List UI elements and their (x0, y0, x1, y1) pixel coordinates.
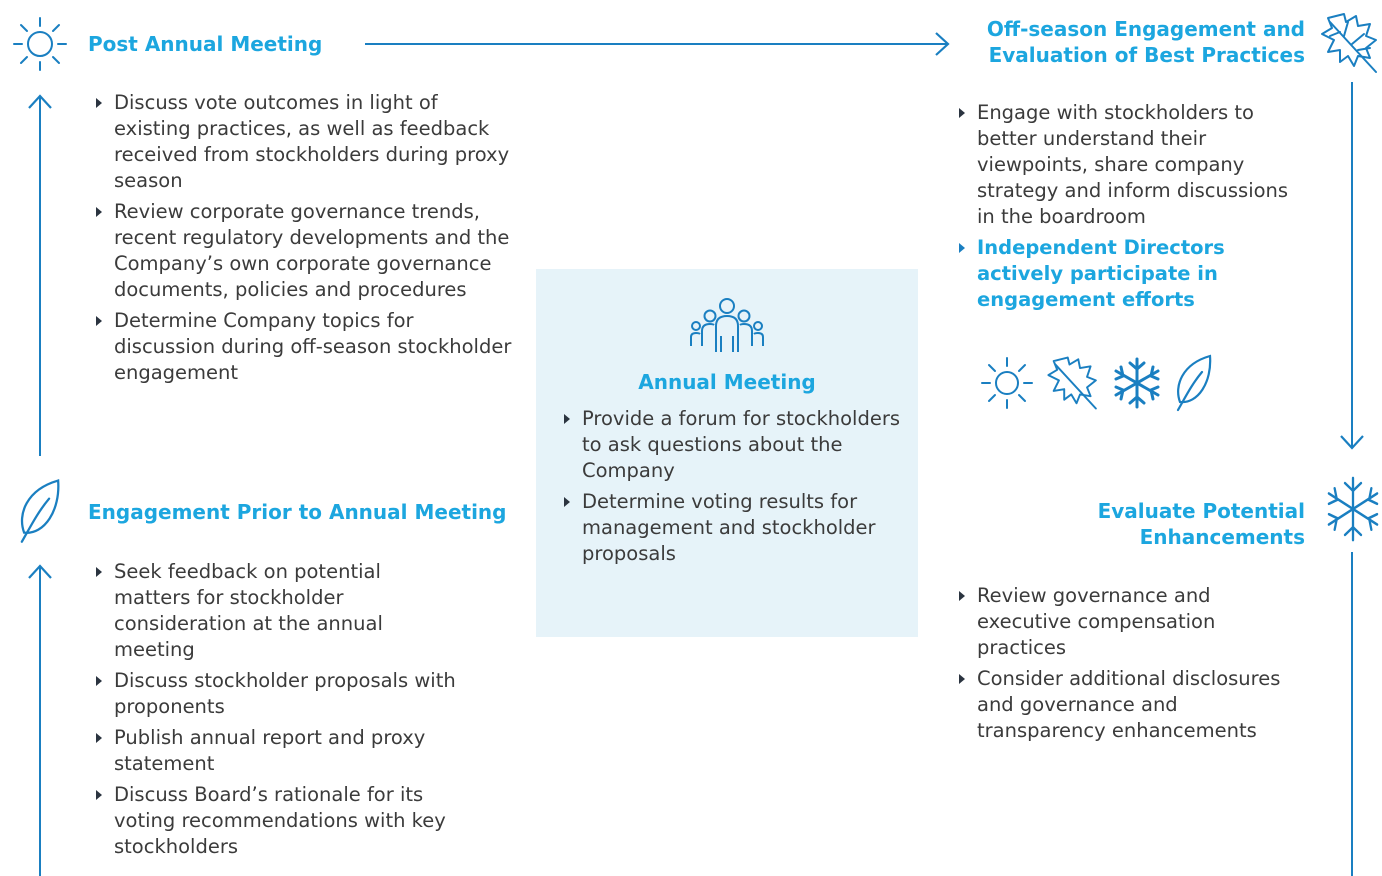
evaluate-heading-line2: Enhancements (1139, 525, 1305, 549)
sun-icon (13, 17, 67, 71)
small-maple-leaf-icon (1047, 356, 1097, 410)
prior-annual-list: Seek feedback on potential matters for s… (92, 559, 462, 865)
prior-annual-heading: Engagement Prior to Annual Meeting (88, 500, 507, 524)
off-season-heading: Off-season Engagement and Evaluation of … (940, 16, 1305, 68)
evaluate-heading: Evaluate Potential Enhancements (1005, 498, 1305, 550)
post-annual-heading: Post Annual Meeting (88, 32, 323, 56)
snowflake-icon (1327, 476, 1379, 542)
small-snowflake-icon (1114, 357, 1160, 409)
post-annual-list: Discuss vote outcomes in light of existi… (92, 90, 512, 391)
list-item: Consider additional disclosures and gove… (955, 666, 1285, 744)
off-season-list: Engage with stockholders to better under… (955, 100, 1295, 318)
list-item: Discuss Board’s rationale for its voting… (92, 782, 462, 860)
people-group-icon (690, 298, 764, 352)
annual-meeting-list: Provide a forum for stockholders to ask … (560, 406, 900, 572)
evaluate-list: Review governance and executive compensa… (955, 583, 1285, 749)
list-item: Review corporate governance trends, rece… (92, 199, 512, 303)
small-leaf-icon (1176, 354, 1212, 412)
annual-meeting-panel (536, 269, 918, 637)
off-season-heading-line1: Off-season Engagement and (986, 17, 1305, 41)
list-item: Review governance and executive compensa… (955, 583, 1285, 661)
annual-meeting-heading: Annual Meeting (638, 370, 816, 394)
list-item: Seek feedback on potential matters for s… (92, 559, 462, 663)
off-season-heading-line2: Evaluation of Best Practices (988, 43, 1305, 67)
list-item: Determine Company topics for discussion … (92, 308, 512, 386)
list-item: Publish annual report and proxy statemen… (92, 725, 462, 777)
evaluate-heading-line1: Evaluate Potential (1097, 499, 1305, 523)
leaf-maple-icon (1321, 13, 1377, 73)
list-item: Discuss vote outcomes in light of existi… (92, 90, 512, 194)
highlight-item: Independent Directors actively participa… (955, 235, 1295, 313)
list-item: Engage with stockholders to better under… (955, 100, 1295, 230)
small-sun-icon (981, 357, 1033, 409)
leaf-icon (20, 479, 60, 543)
list-item: Discuss stockholder proposals with propo… (92, 668, 462, 720)
list-item: Determine voting results for management … (560, 489, 900, 567)
list-item: Provide a forum for stockholders to ask … (560, 406, 900, 484)
